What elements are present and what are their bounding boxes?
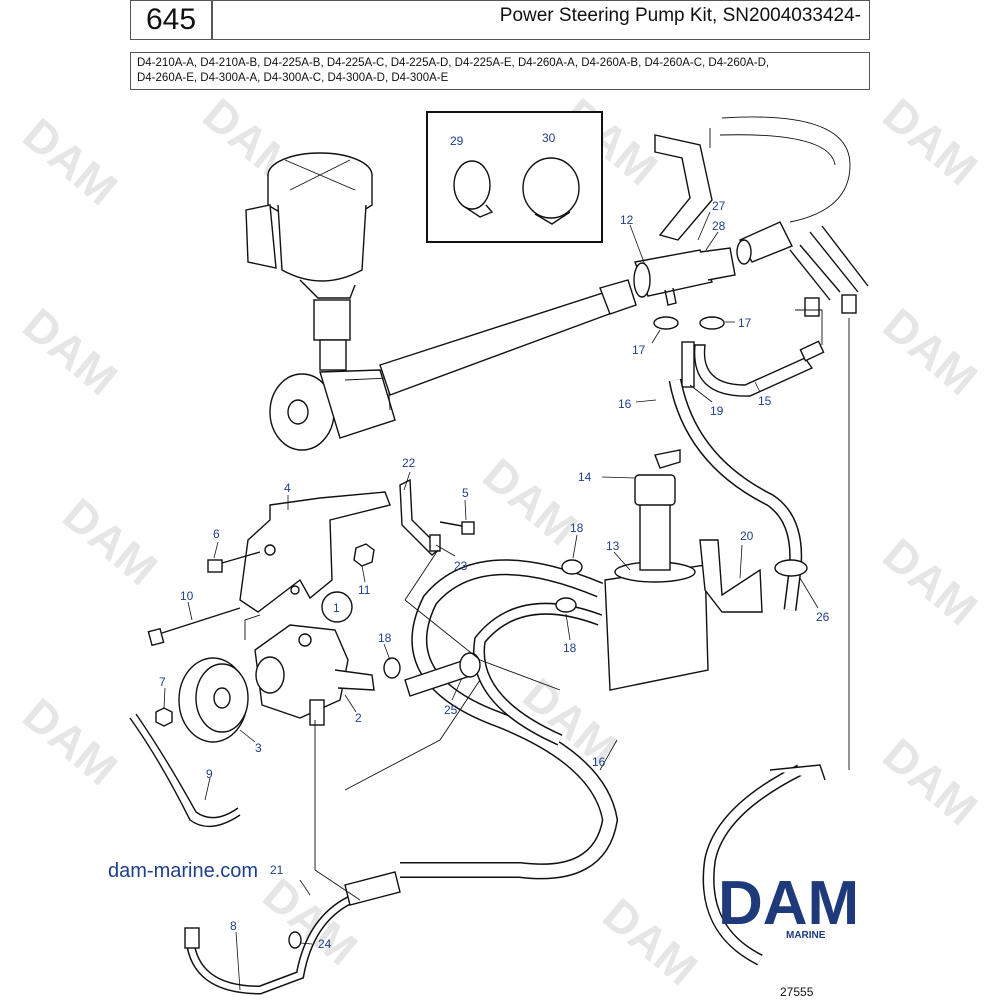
watermark: DAM (874, 728, 988, 835)
callout-19: 19 (710, 404, 724, 418)
callout-14: 14 (578, 470, 592, 484)
watermark: DAM (594, 888, 708, 995)
models-box: D4-210A-A, D4-210A-B, D4-225A-B, D4-225A… (130, 52, 870, 90)
callout-11: 11 (358, 583, 371, 597)
nut-11-drawing (353, 543, 375, 567)
callout-12: 12 (620, 213, 634, 227)
inset-box (426, 111, 603, 243)
watermark: DAM (874, 528, 988, 635)
reservoir-13-drawing (604, 449, 709, 691)
dam-marine-logo: DAM (718, 872, 859, 932)
callout-7: 7 (159, 675, 166, 689)
bolt-6-drawing (207, 551, 261, 573)
callout-18-mid: 18 (563, 641, 577, 655)
hose-16-drawing (400, 365, 803, 966)
callout-1: 1 (333, 601, 340, 615)
callout-17-left: 17 (632, 343, 646, 357)
page-number: 645 (145, 3, 197, 36)
callout-13: 13 (606, 539, 620, 553)
callout-27: 27 (712, 199, 726, 213)
callout-16-bottom: 16 (592, 755, 606, 769)
fitting-12-drawing (633, 247, 736, 306)
pump-2-drawing (254, 624, 375, 726)
callout-6: 6 (213, 527, 220, 541)
callout-5: 5 (462, 486, 469, 500)
callout-26: 26 (816, 610, 830, 624)
pulley-3-drawing (178, 657, 249, 743)
clip-24-drawing (288, 931, 302, 949)
callout-10: 10 (180, 589, 194, 603)
drawing-reference-number: 27555 (780, 985, 814, 999)
callout-18-top: 18 (570, 521, 584, 535)
right-hoses-drawing (719, 116, 869, 770)
callout-3: 3 (255, 741, 262, 755)
pipe-25-drawing (404, 652, 481, 697)
callout-25: 25 (444, 703, 458, 717)
callout-29: 29 (450, 134, 464, 148)
callout-9: 9 (206, 767, 213, 781)
site-url-link[interactable]: dam-marine.com (108, 860, 259, 882)
callout-15: 15 (758, 394, 772, 408)
callout-23: 23 (454, 559, 468, 573)
bracket-4-drawing (239, 491, 391, 613)
callout-24: 24 (318, 937, 332, 951)
engine-pulley-drawing (269, 369, 396, 451)
callout-21: 21 (270, 863, 284, 877)
bolt-5-drawing (439, 521, 475, 535)
hose-8-drawing (184, 764, 826, 995)
callout-4: 4 (284, 481, 291, 495)
callout-2: 2 (355, 711, 362, 725)
watermark: DAM (14, 298, 128, 405)
callout-17-right: 17 (738, 316, 752, 330)
callout-8: 8 (230, 919, 237, 933)
watermark: DAM (14, 688, 128, 795)
bracket-20-drawing (699, 539, 763, 613)
watermark: DAM (874, 88, 988, 195)
callouts: 29 30 12 27 28 17 17 19 15 16 14 13 18 1… (159, 131, 830, 951)
logo-text: DAM (718, 872, 859, 932)
hose-15-drawing (693, 309, 825, 397)
callout-20: 20 (740, 529, 754, 543)
bracket-drawing (654, 128, 713, 241)
title-box: Power Steering Pump Kit, SN2004033424- (212, 0, 870, 40)
assembly-marker-circle (321, 591, 353, 623)
nut-7-drawing (155, 707, 173, 727)
clamp-30-drawing (522, 157, 580, 225)
models-line: D4-210A-A, D4-210A-B, D4-225A-B, D4-225A… (137, 57, 770, 69)
page-number-box: 645 (130, 0, 212, 40)
fitting-19-drawing (681, 341, 695, 388)
watermark: DAM (54, 488, 168, 595)
watermark: DAM (874, 298, 988, 405)
clamp-29-drawing (453, 160, 494, 218)
leader-lines (163, 211, 819, 991)
belt-9-drawing (129, 713, 241, 828)
clamp-26-drawing (774, 559, 808, 577)
bolt-10-drawing (147, 607, 241, 647)
outline-lines (244, 549, 561, 901)
filter-assembly-drawing (245, 152, 373, 371)
clamp-17-drawing (653, 316, 725, 330)
clamp-18-drawing (383, 559, 583, 679)
long-pipe-drawing (379, 279, 637, 396)
callout-28: 28 (712, 219, 726, 233)
callout-16-top: 16 (618, 397, 632, 411)
bolt-23-drawing (429, 534, 441, 552)
callout-22: 22 (402, 456, 416, 470)
callout-30: 30 (542, 131, 556, 145)
callout-18-bottom: 18 (378, 631, 392, 645)
watermark: DAM (14, 108, 128, 215)
models-line: D4-260A-E, D4-300A-A, D4-300A-C, D4-300A… (137, 72, 449, 84)
logo-subtitle: MARINE (786, 930, 826, 941)
watermark: DAM (474, 448, 588, 555)
page-title: Power Steering Pump Kit, SN2004033424- (499, 5, 861, 26)
